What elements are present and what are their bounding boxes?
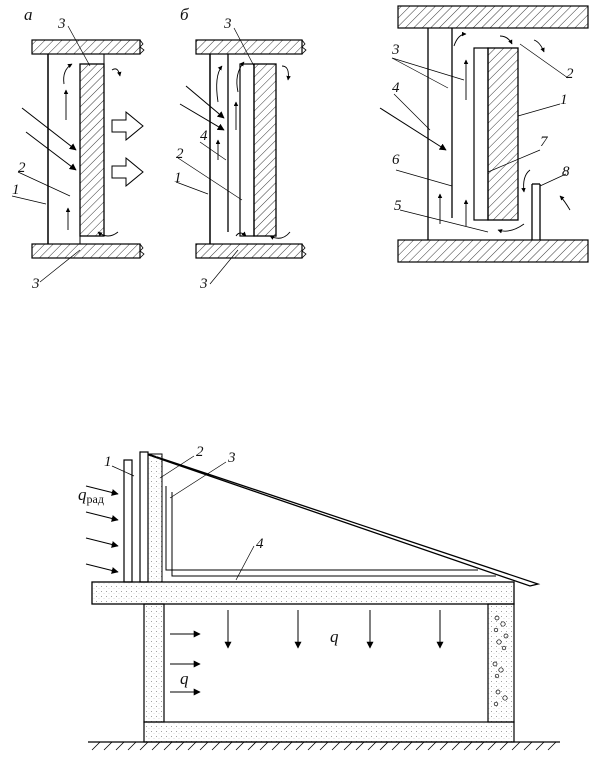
ground-hatch [91,741,557,751]
air-flow [269,231,291,240]
air-flow [97,231,119,237]
air-flow [281,65,291,81]
radiation-arrow [85,537,119,548]
air-flow [453,31,467,47]
label-4: 4 [392,80,400,96]
heat-out-arrow [111,110,144,142]
roof [139,451,541,587]
sun-ray [379,107,447,151]
absorber [239,63,255,237]
label-8: 8 [562,164,570,180]
panel-a-letter: а [24,5,33,24]
building-section: qрад q q 1 2 3 4 [78,444,560,751]
label-7: 7 [540,134,549,150]
bottom-slab [397,239,589,263]
top-slab [397,5,589,29]
radiation-arrow [85,563,119,574]
panel-c: 3 2 4 1 6 7 8 5 [379,5,589,263]
label-4: 4 [200,128,208,144]
panel-b-letter: б [180,5,189,24]
air-flow [216,65,223,103]
label-3: 3 [227,450,236,466]
room-wall-right [487,603,515,723]
label-1: 1 [104,454,112,470]
air-flow [235,231,247,237]
label-2: 2 [196,444,204,460]
bottom-slab [31,243,141,259]
label-2: 2 [176,146,184,162]
label-1: 1 [560,92,568,108]
air-flow [521,169,531,193]
foundation [143,721,515,743]
panel-b: б 3 4 2 1 3 [174,5,307,292]
sun-ray [25,131,77,171]
panel-a: а 3 2 1 3 [11,5,145,292]
label-3-top: 3 [57,16,66,32]
sun-ray [185,85,225,119]
label-5: 5 [394,198,402,214]
label-6: 6 [392,152,400,168]
label-3-bottom: 3 [31,276,40,292]
air-flow [236,61,245,93]
top-slab [195,39,303,55]
absorber [473,47,489,221]
label-1: 1 [174,170,182,186]
outer-wall [139,451,149,583]
massive-wall [79,63,105,237]
absorber-wall [147,453,163,583]
air-flow [533,39,545,53]
sun-ray [21,107,77,151]
label-1: 1 [12,182,20,198]
heat-out-arrow [111,156,144,188]
top-slab [31,39,141,55]
air-flow [111,68,122,77]
radiation-arrow [85,485,119,496]
floor-slab [91,581,515,605]
label-2: 2 [18,160,26,176]
q-floor-label: q [330,627,339,646]
label-4: 4 [256,536,264,552]
label-2: 2 [566,66,574,82]
air-flow [497,223,525,234]
room-wall-left [143,603,165,723]
q-wall-label: q [180,669,189,688]
sun-ray [179,103,225,131]
air-flow [63,63,73,85]
massive-wall [487,47,519,221]
break-line [139,243,145,259]
pebble-fill [492,615,509,707]
air-flow [499,35,513,45]
label-3-top: 3 [223,16,232,32]
label-3-bottom: 3 [199,276,208,292]
break-line [139,39,145,55]
bottom-slab [195,243,303,259]
air-channel [165,486,478,571]
radiation-arrow [85,511,119,522]
q-rad-label: qрад [78,485,104,506]
glazing-panel [123,459,133,583]
label-3: 3 [391,42,400,58]
massive-wall [253,63,277,237]
air-channel [171,492,496,577]
air-flow [559,195,571,211]
